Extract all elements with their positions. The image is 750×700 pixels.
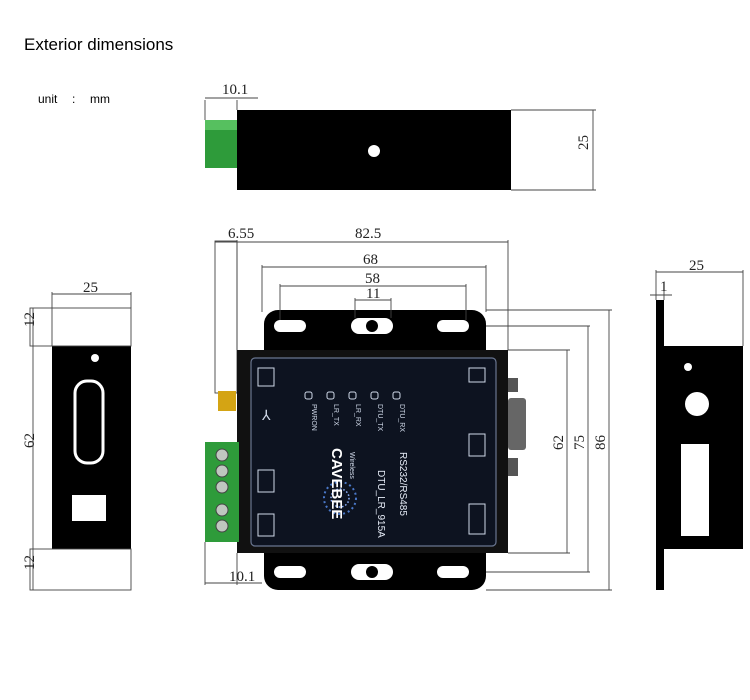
led-label: DTU_RX bbox=[398, 404, 405, 432]
side-port bbox=[681, 444, 709, 536]
mount-span-label: 68 bbox=[363, 252, 378, 268]
height-inner-label: 62 bbox=[551, 435, 567, 450]
antenna-offset-label: 6.55 bbox=[228, 226, 254, 242]
drawing-title: Exterior dimensions bbox=[24, 35, 173, 54]
inner-span-label: 58 bbox=[365, 271, 380, 287]
height-total-label: 86 bbox=[593, 435, 609, 451]
left-top-margin-label: 12 bbox=[22, 312, 38, 327]
left-body-height-label: 62 bbox=[22, 433, 38, 448]
front-panel bbox=[250, 357, 497, 547]
sma-port bbox=[685, 392, 709, 416]
panel-icon bbox=[257, 513, 275, 537]
panel-icon bbox=[257, 469, 275, 493]
antenna-connector bbox=[218, 391, 236, 411]
led-label: LR_TX bbox=[332, 404, 339, 426]
led-group: PWRON LR_TX LR_RX DTU_TX DTU_RX bbox=[304, 391, 405, 432]
top-connector-width-label: 10.1 bbox=[222, 82, 248, 98]
top-view-hole bbox=[368, 145, 380, 157]
logo-mark bbox=[323, 481, 357, 515]
bottom-connector-label: 10.1 bbox=[229, 569, 255, 585]
usb-port bbox=[72, 495, 106, 521]
unit-value: mm bbox=[90, 92, 110, 106]
brand-logo: CAVEBEE bbox=[328, 448, 345, 519]
right-width-label: 25 bbox=[689, 258, 704, 274]
right-thickness-label: 1 bbox=[660, 279, 668, 295]
panel-icon bbox=[257, 367, 275, 387]
left-view: 25 12 62 12 bbox=[22, 280, 132, 591]
db9-port bbox=[73, 379, 105, 465]
panel-icon bbox=[468, 503, 486, 535]
led-label: LR_RX bbox=[354, 404, 361, 427]
panel-icon bbox=[468, 367, 486, 383]
unit-label: unit bbox=[38, 92, 58, 106]
panel-icon bbox=[468, 433, 486, 457]
front-view: ⅄ PWRON LR_TX LR_RX DTU_TX DTU_RX CAVEBE… bbox=[204, 226, 612, 591]
top-view: 10.1 25 bbox=[204, 82, 596, 191]
top-height-label: 25 bbox=[576, 135, 592, 150]
led-label: PWRON bbox=[310, 404, 317, 431]
right-view-flange bbox=[656, 300, 664, 590]
unit-separator: : bbox=[72, 92, 75, 106]
model-label: DTU_LR_915A bbox=[375, 470, 386, 538]
overall-width-label: 82.5 bbox=[355, 226, 381, 242]
center-slot-label: 11 bbox=[366, 286, 380, 302]
led-label: DTU_TX bbox=[376, 404, 383, 432]
left-width-label: 25 bbox=[83, 280, 98, 296]
height-mid-label: 75 bbox=[572, 435, 588, 450]
brand-subtitle: Wireless bbox=[348, 452, 355, 479]
right-view: 25 1 bbox=[650, 258, 744, 590]
interface-label: RS232/RS485 bbox=[397, 452, 408, 516]
left-bottom-margin-label: 12 bbox=[22, 555, 38, 570]
antenna-icon: ⅄ bbox=[261, 408, 271, 424]
